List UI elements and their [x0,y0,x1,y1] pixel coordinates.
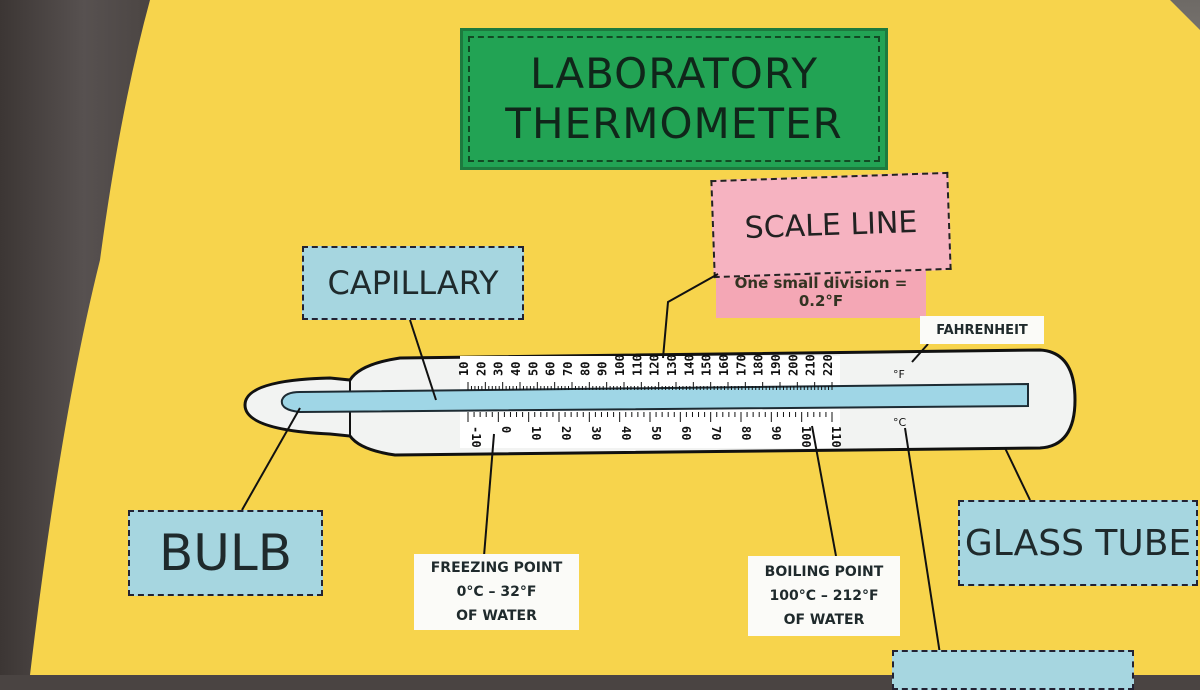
chart-paper [30,0,1200,675]
f-scale-label: 150 [700,354,714,376]
f-scale-label: 80 [578,362,592,376]
celsius-label-card [892,650,1134,690]
boiling-line-1: BOILING POINT [764,564,884,580]
capillary-label: CAPILLARY [302,246,524,320]
scale-note-text: One small division = 0.2°F [734,274,908,310]
c-scale-label: 10 [529,426,543,440]
c-scale-label: 100 [799,426,813,448]
f-scale-label: 120 [648,354,662,376]
capillary-channel [280,382,1029,414]
f-scale-label: 100 [613,354,627,376]
glass-tube-label: GLASS TUBE [958,500,1198,586]
freezing-line-3: OF WATER [456,608,537,624]
f-scale-label: 180 [752,354,766,376]
capillary-text: CAPILLARY [327,264,499,302]
celsius-ticks [467,412,833,422]
fahrenheit-unit: °F [893,368,905,381]
c-scale-label: 40 [619,426,633,440]
boiling-leader [811,425,837,557]
title-line-1: LABORATORY [529,49,819,98]
c-scale-label: 60 [679,426,693,440]
glass-tube-leader [1004,447,1031,501]
fahrenheit-label: FAHRENHEIT [920,316,1044,344]
f-scale-label: 170 [734,354,748,376]
f-scale-label: 140 [682,354,696,376]
scale-line-leader [662,273,719,359]
f-scale-label: 160 [717,354,731,376]
f-scale-label: 110 [630,354,644,376]
c-scale-label: 0 [499,426,513,433]
bulb-leader [241,407,301,511]
capillary-leader [409,319,437,401]
freezing-leader [483,433,495,557]
f-scale-label: 200 [786,354,800,376]
title-card: LABORATORY THERMOMETER [460,28,888,170]
f-scale-label: 10 [457,362,471,376]
celsius-unit: °C [893,416,907,429]
f-scale-label: 190 [769,354,783,376]
bulb-label: BULB [128,510,323,596]
f-scale-label: 40 [509,362,523,376]
f-scale-label: 70 [561,362,575,376]
boiling-line-2: 100°C – 212°F [769,588,879,604]
fahrenheit-ticks [467,382,833,390]
c-scale-label: -10 [469,426,483,448]
c-scale-label: 110 [829,426,843,448]
freezing-line-2: 0°C – 32°F [456,584,537,600]
boiling-line-3: OF WATER [783,612,865,628]
glass-tube-text: GLASS TUBE [964,522,1192,564]
c-scale-label: 30 [589,426,603,440]
f-scale-label: 60 [544,362,558,376]
f-scale-label: 20 [474,362,488,376]
c-scale-label: 90 [769,426,783,440]
bulb-text: BULB [158,524,293,582]
c-scale-label: 50 [649,426,663,440]
f-scale-label: 50 [526,362,540,376]
c-scale-label: 20 [559,426,573,440]
f-scale-label: 220 [821,354,835,376]
freezing-point-card: FREEZING POINT 0°C – 32°F OF WATER [414,554,579,630]
f-scale-label: 210 [804,354,818,376]
f-scale-label: 130 [665,354,679,376]
c-scale-label: 70 [709,426,723,440]
f-scale-label: 30 [492,362,506,376]
celsius-leader [904,427,941,655]
fahrenheit-text: FAHRENHEIT [936,322,1028,338]
celsius-numbers: -10 0 10 20 30 40 50 60 70 80 90 100 110 [469,426,843,448]
boiling-point-card: BOILING POINT 100°C – 212°F OF WATER [748,556,900,636]
f-scale-label: 90 [596,362,610,376]
freezing-line-1: FREEZING POINT [430,560,563,576]
title-line-2: THERMOMETER [505,99,843,148]
fahrenheit-leader [911,343,929,363]
c-scale-label: 80 [739,426,753,440]
